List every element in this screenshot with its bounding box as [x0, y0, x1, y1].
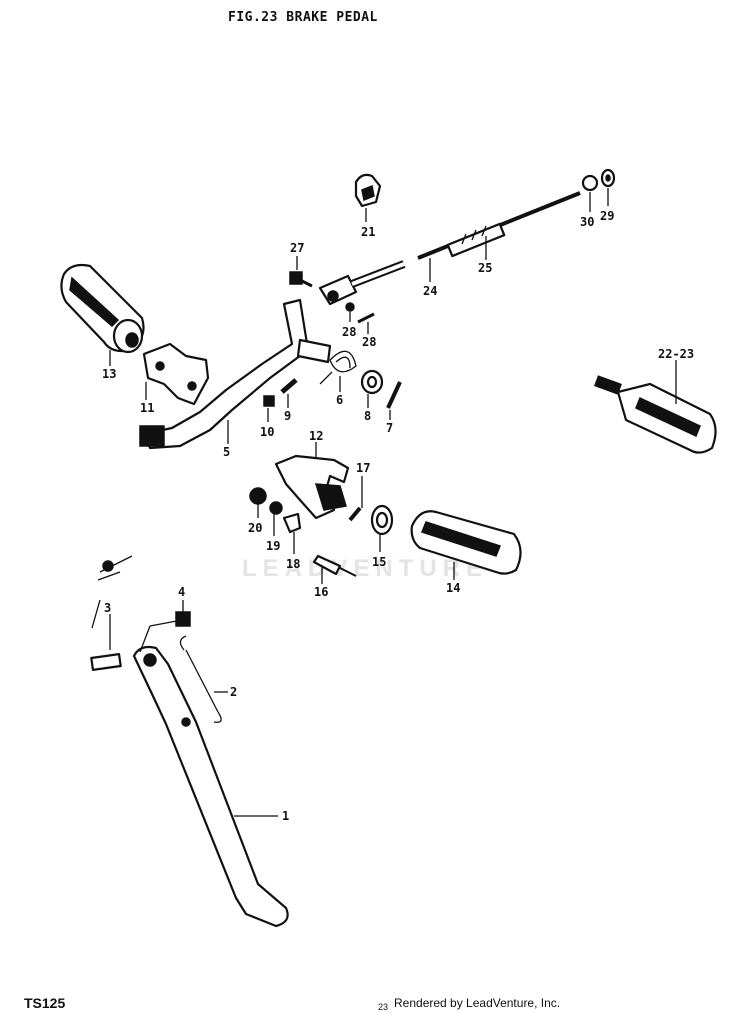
- part-24-25-brake-rod[interactable]: [417, 191, 581, 260]
- callout-29: 29: [600, 209, 614, 223]
- callout-18: 18: [286, 557, 300, 571]
- callout-20: 20: [248, 521, 262, 535]
- part-18-bolt[interactable]: [282, 512, 302, 534]
- part-6-return-spring[interactable]: [319, 350, 357, 385]
- callout-13: 13: [102, 367, 116, 381]
- part-30-washer[interactable]: [581, 174, 599, 192]
- callout-6: 6: [336, 393, 343, 407]
- model-label: TS125: [24, 995, 66, 1011]
- part-21-clip[interactable]: [354, 173, 382, 208]
- callout-15: 15: [372, 555, 386, 569]
- part-16-pin[interactable]: [312, 554, 357, 577]
- part-29-nut[interactable]: [600, 168, 616, 188]
- page-number: 23: [378, 1002, 389, 1012]
- callout-16: 16: [314, 585, 328, 599]
- callout-8: 8: [364, 409, 371, 423]
- part-26-bolt[interactable]: [289, 271, 313, 288]
- callout-9: 9: [284, 409, 291, 423]
- part-20-washer[interactable]: [249, 487, 267, 505]
- callout-5: 5: [223, 445, 230, 459]
- part-22-23-footrest[interactable]: [594, 375, 717, 454]
- clevis-joint[interactable]: [318, 260, 406, 306]
- watermark-text: LEADVENTURE: [242, 555, 489, 582]
- part-14-footrest-rubber[interactable]: [410, 510, 522, 575]
- figure-title: FIG.23 BRAKE PEDAL: [228, 10, 378, 25]
- part-8-washer[interactable]: [360, 369, 384, 395]
- callout-12: 12: [309, 429, 323, 443]
- callout-2: 2: [230, 685, 237, 699]
- callout-19: 19: [266, 539, 280, 553]
- part-17-bolt[interactable]: [348, 506, 362, 522]
- callout-28: 28: [362, 335, 376, 349]
- stand-pivot-bolt[interactable]: [90, 653, 122, 671]
- part-9-bolt[interactable]: [280, 378, 298, 394]
- part-10-nut[interactable]: [263, 395, 275, 407]
- part-11-footrest-bracket[interactable]: [142, 342, 210, 406]
- part-2-stand-spring[interactable]: [179, 635, 222, 723]
- part-5-brake-pedal[interactable]: [139, 298, 332, 450]
- leader-lines: [109, 188, 677, 817]
- part-13-footrest-rubber[interactable]: [60, 263, 145, 354]
- credit-line: Rendered by LeadVenture, Inc.: [394, 996, 561, 1010]
- callout-30: 30: [580, 215, 594, 229]
- callout-1: 1: [282, 809, 289, 823]
- part-1-side-stand[interactable]: [132, 645, 289, 928]
- part-3-spring-hook[interactable]: [91, 555, 133, 629]
- callout-11: 11: [140, 401, 154, 415]
- part-28-cotter-pin[interactable]: [357, 312, 375, 324]
- part-7-pin[interactable]: [386, 381, 402, 409]
- callout-22-23: 22-23: [658, 347, 694, 361]
- callout-27: 28: [342, 325, 356, 339]
- callout-7: 7: [386, 421, 393, 435]
- callout-3: 3: [104, 601, 111, 615]
- part-12-bracket[interactable]: [274, 454, 350, 520]
- part-27-washer[interactable]: [345, 302, 355, 312]
- callout-26: 27: [290, 241, 304, 255]
- callout-labels: 21 24 25 30 29 27 28 28 22-23 13 11 6 8 …: [102, 209, 694, 823]
- callout-25: 25: [478, 261, 492, 275]
- callout-21: 21: [361, 225, 375, 239]
- callout-14: 14: [446, 581, 460, 595]
- part-4-nut[interactable]: [175, 611, 191, 627]
- part-19-nut[interactable]: [269, 501, 283, 515]
- part-15-washer[interactable]: [370, 504, 394, 536]
- callout-10: 10: [260, 425, 274, 439]
- callout-24: 24: [423, 284, 437, 298]
- callout-4: 4: [178, 585, 185, 599]
- callout-17: 17: [356, 461, 370, 475]
